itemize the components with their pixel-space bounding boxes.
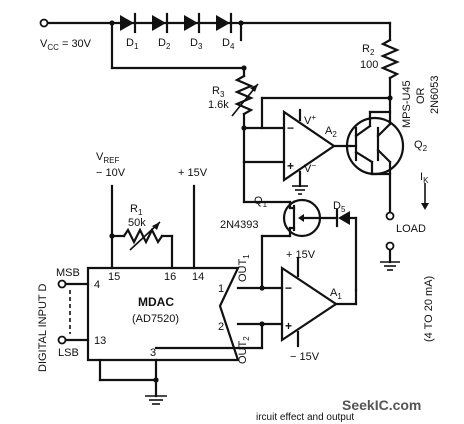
amp2-vminus: V− (304, 161, 316, 175)
msb-input-terminal (57, 279, 67, 289)
current-range: (4 TO 20 mA) (423, 276, 435, 342)
r3-value: 1.6k (208, 99, 229, 111)
vref-label: VREF (96, 151, 119, 165)
lsb-label: LSB (58, 347, 79, 359)
svg-text:−: − (285, 281, 292, 295)
opamp-a1 (280, 265, 338, 343)
amp2-label: A2 (325, 125, 337, 139)
diode-d1 (120, 12, 137, 34)
q2-part-line3: 2N6053 (429, 75, 441, 114)
pin-4: 4 (94, 279, 100, 291)
minus15-label: − 15V (290, 351, 320, 363)
q2-part-line2: OR (415, 87, 427, 104)
vref-value: − 10V (96, 167, 126, 179)
out1-label: OUT1 (237, 254, 251, 282)
load-ground-terminal (385, 241, 395, 251)
svg-text:+: + (287, 159, 294, 173)
diode-d2 (152, 12, 169, 34)
pin-14: 14 (192, 271, 204, 283)
opamp-a2 (282, 109, 336, 183)
d4-label: D4 (222, 37, 235, 51)
caption-fragment: ircuit effect and output (256, 412, 354, 423)
q1-part: 2N4393 (220, 219, 259, 231)
resistor-r3 (234, 74, 254, 116)
pin-2: 2 (218, 321, 224, 333)
q2-part-line1: MPS-U45 (401, 80, 413, 128)
mdac-block (86, 266, 240, 362)
load-label: LOAD (396, 223, 426, 235)
r3-label: R3 (212, 85, 225, 99)
diode-d5 (338, 211, 350, 225)
pin-15: 15 (108, 271, 120, 283)
mdac-title: MDAC (138, 295, 174, 309)
vcc-label: VCC = 30V (40, 38, 92, 52)
ik-label: IK (420, 171, 429, 185)
r1-label: R1 (130, 203, 143, 217)
r2-label: R2 (362, 43, 375, 57)
out2-label: OUT2 (237, 336, 251, 364)
vcc-terminal (39, 18, 49, 28)
mdac-part: (AD7520) (132, 313, 179, 325)
svg-text:−: − (287, 121, 294, 135)
q2-label: Q2 (414, 139, 428, 153)
d1-label: D1 (126, 37, 139, 51)
watermark: SeekIC.com (342, 397, 421, 413)
junction-dot (241, 125, 247, 131)
pin-13: 13 (94, 335, 106, 347)
lsb-input-terminal (57, 335, 67, 345)
pin-3: 3 (150, 347, 156, 359)
d5-label: D5 (333, 200, 346, 214)
resistor-r1 (122, 227, 164, 245)
d3-label: D3 (190, 37, 203, 51)
q1-label: Q1 (254, 195, 268, 209)
plus15-label: + 15V (178, 167, 208, 179)
resistor-r2 (380, 38, 400, 80)
r2-value: 100 (360, 59, 378, 71)
diode-d3 (184, 12, 201, 34)
pin-16: 16 (164, 271, 176, 283)
d2-label: D2 (158, 37, 171, 51)
digital-input-label: DIGITAL INPUT D (37, 284, 49, 372)
diode-d4 (216, 12, 233, 34)
amp2-vplus: V+ (304, 113, 316, 127)
svg-text:+: + (285, 319, 292, 333)
load-terminal (385, 211, 395, 221)
opamp-plus15-label: + 15V (286, 249, 316, 261)
r1-value: 50k (128, 217, 146, 229)
pin-1: 1 (218, 283, 224, 295)
msb-label: MSB (56, 267, 80, 279)
amp1-label: A1 (330, 287, 342, 301)
